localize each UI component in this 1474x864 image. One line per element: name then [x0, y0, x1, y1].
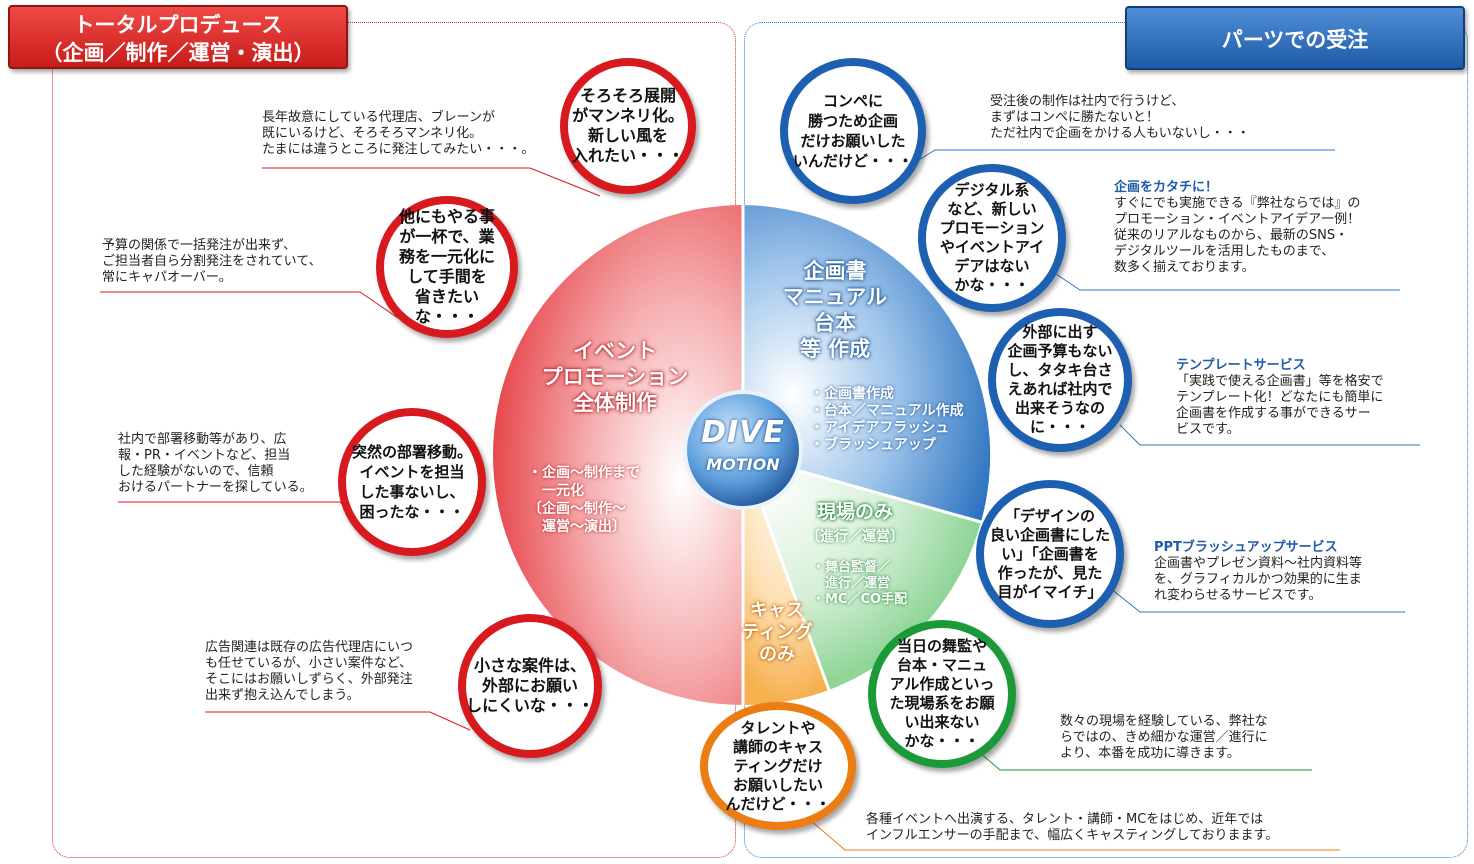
segment-onsite — [743, 455, 981, 690]
bubble-small-projects: 小さな案件は、 外部にお願い しにくいな・・・ — [458, 614, 602, 758]
note-competition: 受注後の制作は社内で行うけど、 まずはコンペに勝たないと！ ただ社内で企画をかけ… — [990, 94, 1250, 141]
segment-planning-items: ・企画書作成 ・台本／マニュアル作成 ・アイデアフラッシュ ・ブラッシュアップ — [810, 386, 964, 453]
bubble-digital-ideas: デジタル系 など、新しい プロモーション やイベントアイ デアはない かな・・・ — [918, 164, 1066, 312]
bubble-design-brushup: 「デザインの 良い企画書にした い」「企画書を 作ったが、見た 目がイマイチ」 — [976, 480, 1124, 628]
note-onsite: 数々の現場を経験している、弊社な らではの、きめ細かな運営／進行に より、本番を… — [1060, 714, 1268, 761]
logo-text-motion: MOTION — [706, 455, 780, 474]
bubble-department-transfer: 突然の部署移動。 イベントを担当 した事ないし、 困ったな・・・ — [338, 408, 486, 556]
header-left-line2: （企画／制作／運営・演出） — [41, 41, 315, 65]
note-digital-ideas: 企画をカタチに！すぐにでも実施できる『弊社ならでは』の プロモーション・イベント… — [1114, 180, 1361, 275]
note-too-busy: 予算の関係で一括発注が出来ず、 ご担当者自ら分割発注をされていて、 常にキャパオ… — [102, 238, 322, 285]
segment-planning — [743, 205, 991, 522]
segment-full-production — [493, 205, 743, 705]
bubble-draft-template: 外部に出す 企画予算もない し、タタキ台さ えあれば社内で 出来そうなの に・・… — [988, 308, 1132, 452]
segment-full-title: イベント プロモーション 全体制作 — [541, 339, 689, 415]
note-casting: 各種イベントへ出演する、タレント・講師・MCをはじめ、近年では インフルエンサー… — [866, 812, 1279, 843]
note-department-transfer: 社内で部署移動等があり、広 報・PR・イベントなど、担当 した経験がないので、信… — [118, 432, 313, 495]
note-ppt-brushup: PPTブラッシュアップサービス企画書やプレゼン資料～社内資料等 を、グラフィカル… — [1154, 540, 1363, 603]
header-left-line1: トータルプロデュース — [73, 13, 283, 37]
segment-onsite-items: ・舞台監督／ 進行／運営 ・MC／CO手配 — [812, 560, 908, 607]
parts-order-header: パーツでの受注 — [1125, 6, 1465, 70]
segment-onsite-sub: 〔進行／運営〕 — [806, 529, 904, 545]
segment-onsite-title: 現場のみ — [816, 501, 893, 523]
bubble-mannerism: そろそろ展開 がマンネリ化。 新しい風を 入れたい・・・ — [560, 58, 696, 194]
dive-motion-logo — [683, 390, 803, 510]
bubble-onsite: 当日の舞監や 台本・マニュ アル作成といっ た現場系をお願 い出来ない かな・・… — [868, 620, 1016, 768]
note-template-service: テンプレートサービス「実践で使える企画書」等を格安で テンプレート化！どなたにも… — [1176, 358, 1384, 437]
logo-text-dive: DIVE — [701, 415, 785, 450]
bubble-too-busy: 他にもやる事 が一杯で、業 務を一元化に して手間を 省きたいな・・・ — [376, 196, 518, 338]
note-small-projects: 広告関連は既存の広告代理店にいつ も任せているが、小さい案件など、 そこにはお願… — [205, 640, 414, 703]
total-produce-header: トータルプロデュース （企画／制作／運営・演出） — [8, 5, 348, 69]
note-head-template: テンプレートサービス — [1176, 358, 1306, 373]
connector-casting — [809, 819, 1340, 851]
bubble-casting: タレントや 講師のキャス ティングだけ お願いしたい んだけど・・・ — [700, 702, 856, 830]
segment-casting-title: キャス ティング のみ — [741, 600, 813, 665]
note-head-ppt: PPTブラッシュアップサービス — [1154, 540, 1338, 555]
note-head-digital: 企画をカタチに！ — [1114, 180, 1219, 195]
segment-planning-title: 企画書 マニュアル 台本 等 作成 — [782, 259, 888, 361]
segment-full-items: ・企画～制作まで 一元化 〔企画～制作～ 運営～演出〕 — [528, 465, 640, 535]
bubble-competition: コンペに 勝つため企画 だけお願いした いんだけど・・・ — [780, 58, 926, 204]
note-mannerism: 長年故意にしている代理店、ブレーンが 既にいるけど、そろそろマンネリ化。 たまに… — [262, 110, 535, 157]
